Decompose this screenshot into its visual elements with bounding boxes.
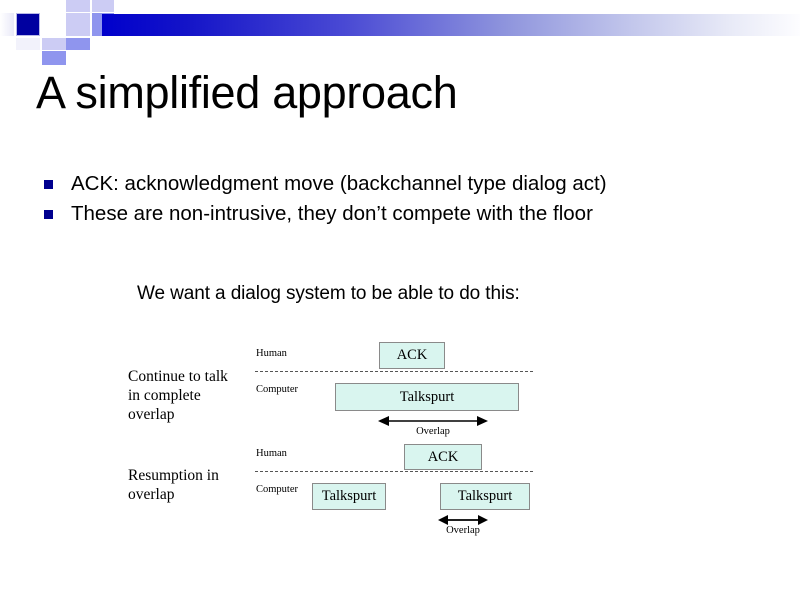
header-square-pale (16, 38, 40, 50)
square-bullet-icon (44, 210, 53, 219)
diagram-caption: We want a dialog system to be able to do… (137, 283, 520, 304)
header-decoration (0, 0, 800, 65)
square-bullet-icon (44, 180, 53, 189)
bullet-text: ACK: acknowledgment move (backchannel ty… (71, 172, 607, 195)
lane-separator (255, 471, 533, 472)
talkspurt-box-right: Talkspurt (440, 483, 530, 510)
overlap-label: Overlap (416, 426, 450, 437)
lane-label-computer: Computer (256, 384, 298, 395)
header-square-dark (16, 13, 40, 36)
header-square-fade (0, 13, 14, 36)
header-square-light-4 (42, 38, 66, 50)
list-item: These are non-intrusive, they don’t comp… (44, 200, 744, 228)
overlap-annotation: Overlap (378, 413, 488, 441)
header-gradient-bar (102, 14, 800, 36)
bullet-text: These are non-intrusive, they don’t comp… (71, 202, 593, 225)
lane-label-human: Human (256, 448, 287, 459)
header-square-light-1 (66, 0, 90, 12)
header-square-white (42, 0, 62, 12)
ack-box: ACK (379, 342, 445, 369)
lane-separator (255, 371, 533, 372)
header-square-light-2 (92, 0, 114, 12)
overlap-annotation: Overlap (438, 512, 488, 540)
header-square-mid-3 (42, 51, 66, 65)
list-item: ACK: acknowledgment move (backchannel ty… (44, 170, 744, 198)
double-arrow-icon (438, 515, 488, 525)
talkspurt-box-left: Talkspurt (312, 483, 386, 510)
ack-box: ACK (404, 444, 482, 470)
header-square-mid-2 (66, 38, 90, 50)
overlap-label: Overlap (446, 525, 480, 536)
talkspurt-box: Talkspurt (335, 383, 519, 411)
double-arrow-icon (378, 416, 488, 426)
lane-label-computer: Computer (256, 484, 298, 495)
diagram-row-label: Resumption in overlap (128, 467, 219, 503)
lane-label-human: Human (256, 348, 287, 359)
bullet-list: ACK: acknowledgment move (backchannel ty… (44, 170, 744, 230)
diagram-row-label: Continue to talk in complete overlap (128, 368, 228, 423)
header-square-light-3 (66, 13, 90, 36)
page-title: A simplified approach (36, 67, 458, 118)
